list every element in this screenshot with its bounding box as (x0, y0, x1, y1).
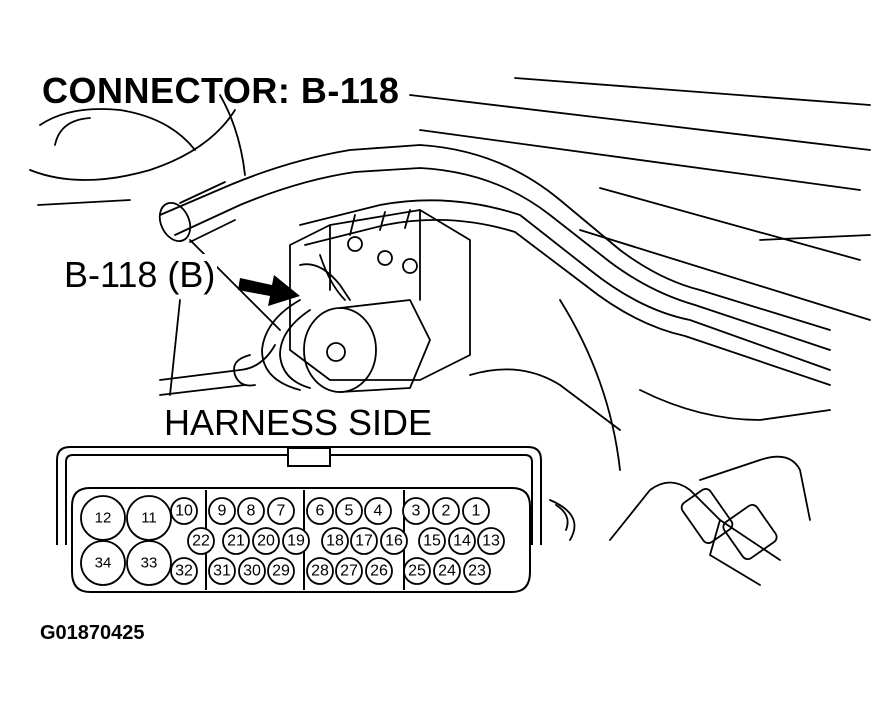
connector-pin: 31 (208, 557, 236, 585)
connector-pin: 1 (462, 497, 490, 525)
connector-pin: 21 (222, 527, 250, 555)
connector-pin-label: 24 (438, 563, 456, 580)
connector-pin: 17 (350, 527, 378, 555)
connector-pin: 6 (306, 497, 334, 525)
connector-pin: 27 (335, 557, 363, 585)
connector-pin-label: 33 (141, 555, 158, 572)
connector-pin: 10 (170, 497, 198, 525)
figure-id: G01870425 (40, 622, 145, 644)
connector-pin: 7 (267, 497, 295, 525)
connector-pin-label: 31 (213, 563, 231, 580)
connector-pin-label: 25 (408, 563, 426, 580)
connector-pin-label: 19 (287, 533, 305, 550)
connector-pin-label: 17 (355, 533, 373, 550)
connector-pin: 25 (403, 557, 431, 585)
pointer-arrow (238, 275, 300, 306)
connector-pin-label: 6 (316, 503, 325, 520)
connector-pin: 15 (418, 527, 446, 555)
connector-pin-label: 20 (257, 533, 275, 550)
connector-pin-label: 15 (423, 533, 441, 550)
connector-pin: 24 (433, 557, 461, 585)
connector-pin: 33 (126, 540, 172, 586)
connector-pin-label: 5 (345, 503, 354, 520)
connector-pin: 28 (306, 557, 334, 585)
connector-pin-label: 22 (192, 533, 210, 550)
connector-pin: 22 (187, 527, 215, 555)
connector-pin-label: 27 (340, 563, 358, 580)
harness-side-label: HARNESS SIDE (160, 402, 437, 444)
connector-pin-label: 4 (374, 503, 383, 520)
connector-pin: 29 (267, 557, 295, 585)
connector-pin-label: 30 (243, 563, 261, 580)
connector-pin: 16 (380, 527, 408, 555)
connector-pin-label: 8 (247, 503, 256, 520)
connector-pin-label: 21 (227, 533, 245, 550)
connector-pin: 18 (321, 527, 349, 555)
connector-pin: 8 (237, 497, 265, 525)
connector-pin: 23 (463, 557, 491, 585)
connector-pin-label: 23 (468, 563, 486, 580)
connector-pin-label: 10 (175, 503, 193, 520)
connector-pin-label: 1 (472, 503, 481, 520)
connector-pin-label: 7 (277, 503, 286, 520)
connector-pin-label: 16 (385, 533, 403, 550)
connector-pin-label: 14 (453, 533, 471, 550)
connector-pin: 19 (282, 527, 310, 555)
connector-pin-label: 13 (482, 533, 500, 550)
connector-callout-label: B-118 (B) (62, 254, 218, 296)
connector-pin: 14 (448, 527, 476, 555)
connector-pin: 30 (238, 557, 266, 585)
connector-pin: 11 (126, 495, 172, 541)
connector-pin-label: 34 (95, 555, 112, 572)
connector-pin: 3 (402, 497, 430, 525)
connector-pin-label: 18 (326, 533, 344, 550)
connector-pin: 32 (170, 557, 198, 585)
connector-pin: 4 (364, 497, 392, 525)
connector-title: CONNECTOR: B-118 (42, 70, 400, 111)
connector-pin: 5 (335, 497, 363, 525)
connector-pin-label: 26 (370, 563, 388, 580)
connector-pin-label: 12 (95, 510, 112, 527)
connector-pin-label: 9 (218, 503, 227, 520)
connector-pin: 12 (80, 495, 126, 541)
connector-pin: 13 (477, 527, 505, 555)
connector-pin: 9 (208, 497, 236, 525)
connector-pin: 26 (365, 557, 393, 585)
connector-pin-label: 29 (272, 563, 290, 580)
connector-pin-label: 11 (141, 510, 157, 527)
connector-pin-label: 28 (311, 563, 329, 580)
connector-pin-label: 3 (412, 503, 421, 520)
connector-pin: 20 (252, 527, 280, 555)
connector-pin-label: 2 (442, 503, 451, 520)
connector-pin: 2 (432, 497, 460, 525)
connector-pin: 34 (80, 540, 126, 586)
connector-pin-label: 32 (175, 563, 193, 580)
